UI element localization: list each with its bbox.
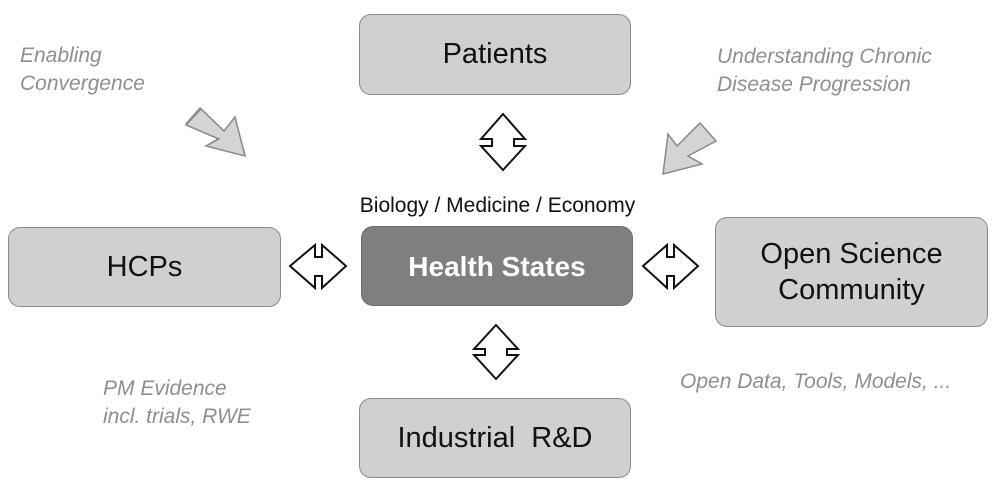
hcps-label: HCPs: [106, 250, 183, 283]
note-line: PM Evidence: [103, 377, 227, 400]
hcps-box: HCPs: [8, 227, 281, 307]
health-states-box: Health States: [361, 226, 633, 306]
open-science-label-line2: Community: [778, 274, 925, 306]
grey-arrow-enabling-shape: [184, 107, 247, 158]
double-arrow-horizontal-left: [288, 242, 348, 291]
note-line: Disease Progression: [717, 73, 911, 96]
note-understanding-chronic: Understanding Chronic Disease Progressio…: [717, 43, 932, 99]
note-open-data: Open Data, Tools, Models, ...: [680, 368, 951, 396]
health-states-label: Health States: [408, 250, 586, 282]
patients-box: Patients: [359, 14, 631, 95]
grey-arrow-understanding: [662, 121, 718, 176]
note-line: incl. trials, RWE: [103, 405, 251, 428]
note-pm-evidence: PM Evidence incl. trials, RWE: [103, 375, 251, 431]
double-arrow-vertical-bottom: [471, 323, 521, 381]
open-science-box: Open Science Community: [715, 217, 988, 327]
note-line: Understanding Chronic: [717, 45, 932, 68]
industrial-label: Industrial R&D: [397, 421, 593, 454]
note-line: Enabling: [20, 44, 102, 67]
note-line: Convergence: [20, 72, 145, 95]
double-arrow-vertical-top: [478, 112, 528, 172]
open-science-label-line1: Open Science: [760, 237, 943, 270]
subtitle: Biology / Medicine / Economy: [359, 194, 636, 217]
double-arrow-horizontal-right: [641, 242, 700, 291]
industrial-box: Industrial R&D: [359, 398, 631, 478]
patients-label: Patients: [442, 38, 548, 71]
note-line: Open Data, Tools, Models, ...: [680, 370, 952, 393]
note-enabling-convergence: Enabling Convergence: [20, 42, 145, 98]
